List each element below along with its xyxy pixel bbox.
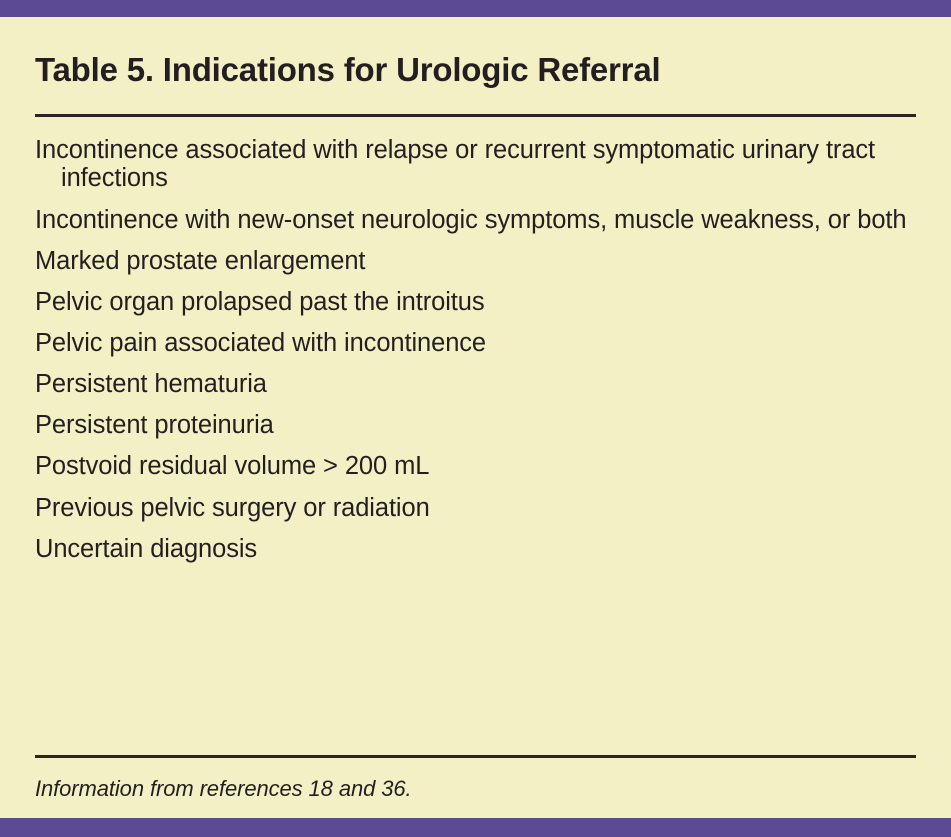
table-content: Table 5. Indications for Urologic Referr…	[0, 17, 951, 818]
list-item: Incontinence with new-onset neurologic s…	[35, 205, 907, 234]
list-item: Pelvic pain associated with incontinence	[35, 329, 487, 358]
list-item: Uncertain diagnosis	[35, 534, 258, 563]
indications-list: Incontinence associated with relapse or …	[35, 117, 916, 564]
list-item: Pelvic organ prolapsed past the introitu…	[35, 288, 485, 317]
list-item: Incontinence associated with relapse or …	[35, 135, 876, 193]
list-item: Previous pelvic surgery or radiation	[35, 493, 430, 522]
table-title: Table 5. Indications for Urologic Referr…	[35, 51, 661, 88]
list-item: Marked prostate enlargement	[35, 247, 366, 276]
title-divider-rule	[35, 113, 916, 117]
bottom-accent-bar	[0, 818, 951, 837]
table-footnote: Information from references 18 and 36.	[35, 775, 412, 801]
list-item: Postvoid residual volume > 200 mL	[35, 452, 430, 481]
list-item: Persistent hematuria	[35, 370, 267, 399]
top-accent-bar	[0, 0, 951, 17]
footnote-divider-rule	[35, 754, 916, 758]
list-item: Persistent proteinuria	[35, 411, 274, 440]
